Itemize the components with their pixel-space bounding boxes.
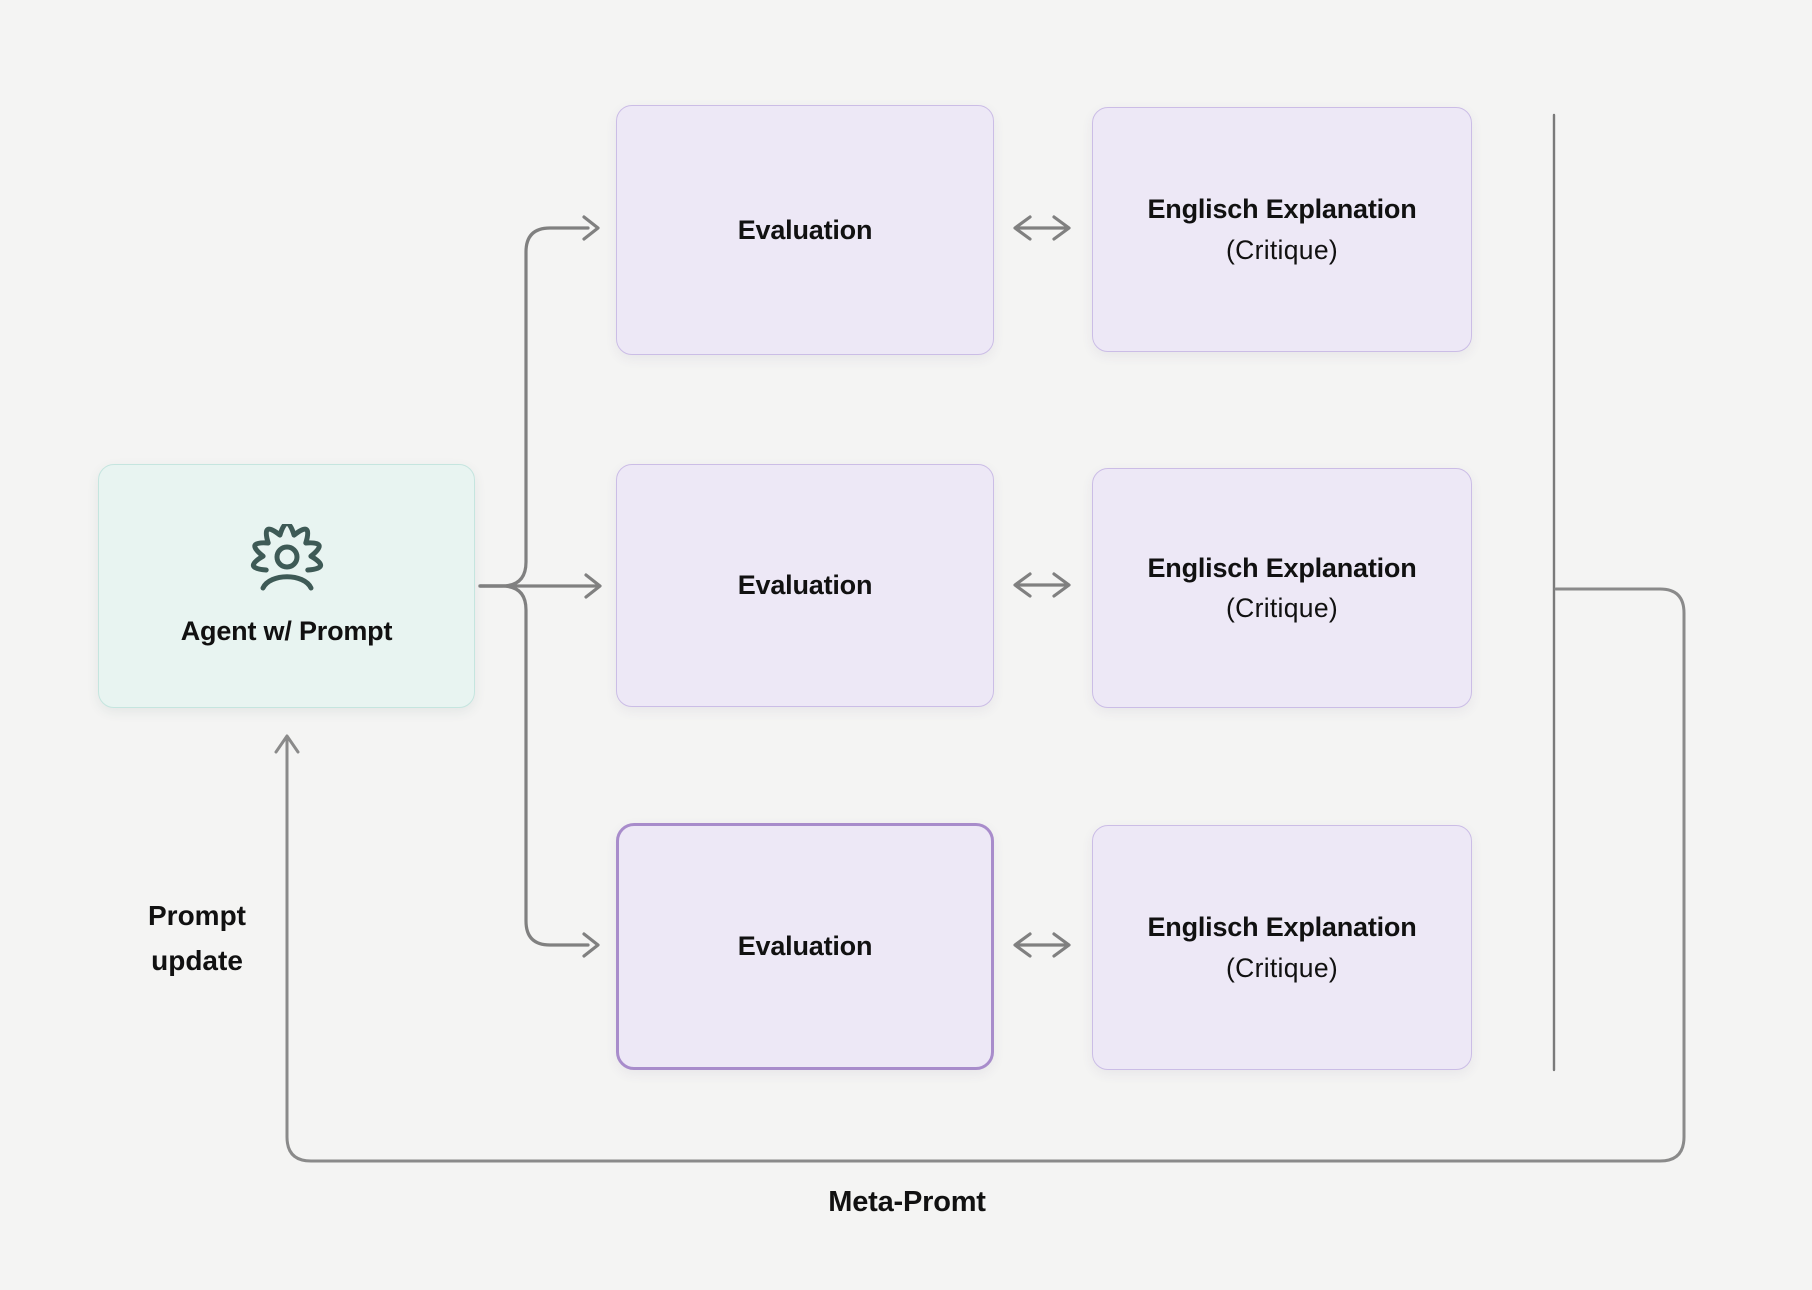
evaluation-node-2[interactable]: Evaluation	[616, 464, 994, 707]
agent-node[interactable]: Agent w/ Prompt	[98, 464, 475, 708]
meta-prompt-loop-line	[285, 587, 1686, 1163]
explanation-node-1[interactable]: Englisch Explanation (Critique)	[1092, 107, 1472, 352]
arrowhead-up-icon	[274, 734, 300, 754]
explanation-node-3[interactable]: Englisch Explanation (Critique)	[1092, 825, 1472, 1070]
explanation-subtitle: (Critique)	[1226, 593, 1338, 624]
evaluation-label: Evaluation	[737, 931, 873, 962]
prompt-update-line: update	[151, 945, 243, 976]
meta-prompt-label: Meta-Promt	[828, 1186, 986, 1218]
explanation-subtitle: (Critique)	[1226, 234, 1338, 265]
evaluation-label: Evaluation	[737, 214, 873, 245]
arrowhead-right-icon	[1052, 572, 1071, 598]
arrowhead-right-icon	[1052, 932, 1071, 958]
user-gear-icon	[250, 524, 323, 591]
prompt-update-label: Prompt update	[87, 893, 307, 983]
arrowhead-right-icon	[1052, 215, 1071, 241]
arrowhead-left-icon	[1013, 932, 1032, 958]
shoulders-stroke	[260, 574, 313, 591]
arrowhead-right-icon	[584, 573, 602, 599]
evaluation-label: Evaluation	[737, 570, 873, 601]
explanation-title: Englisch Explanation	[1147, 194, 1417, 225]
arrowhead-right-icon	[582, 215, 600, 241]
prompt-update-line: Prompt	[148, 900, 246, 931]
agent-node-label: Agent w/ Prompt	[180, 616, 393, 647]
explanation-title: Englisch Explanation	[1147, 912, 1417, 943]
explanation-subtitle: (Critique)	[1226, 952, 1338, 983]
arrow-agent-to-eval-1	[478, 226, 590, 588]
evaluation-node-1[interactable]: Evaluation	[616, 105, 994, 355]
explanation-node-2[interactable]: Englisch Explanation (Critique)	[1092, 468, 1472, 708]
arrow-agent-to-eval-3	[478, 584, 590, 947]
explanation-title: Englisch Explanation	[1147, 552, 1417, 583]
arrowhead-left-icon	[1013, 215, 1032, 241]
arrowhead-left-icon	[1013, 572, 1032, 598]
arrowhead-right-icon	[582, 932, 600, 958]
evaluation-node-3[interactable]: Evaluation	[616, 823, 994, 1070]
